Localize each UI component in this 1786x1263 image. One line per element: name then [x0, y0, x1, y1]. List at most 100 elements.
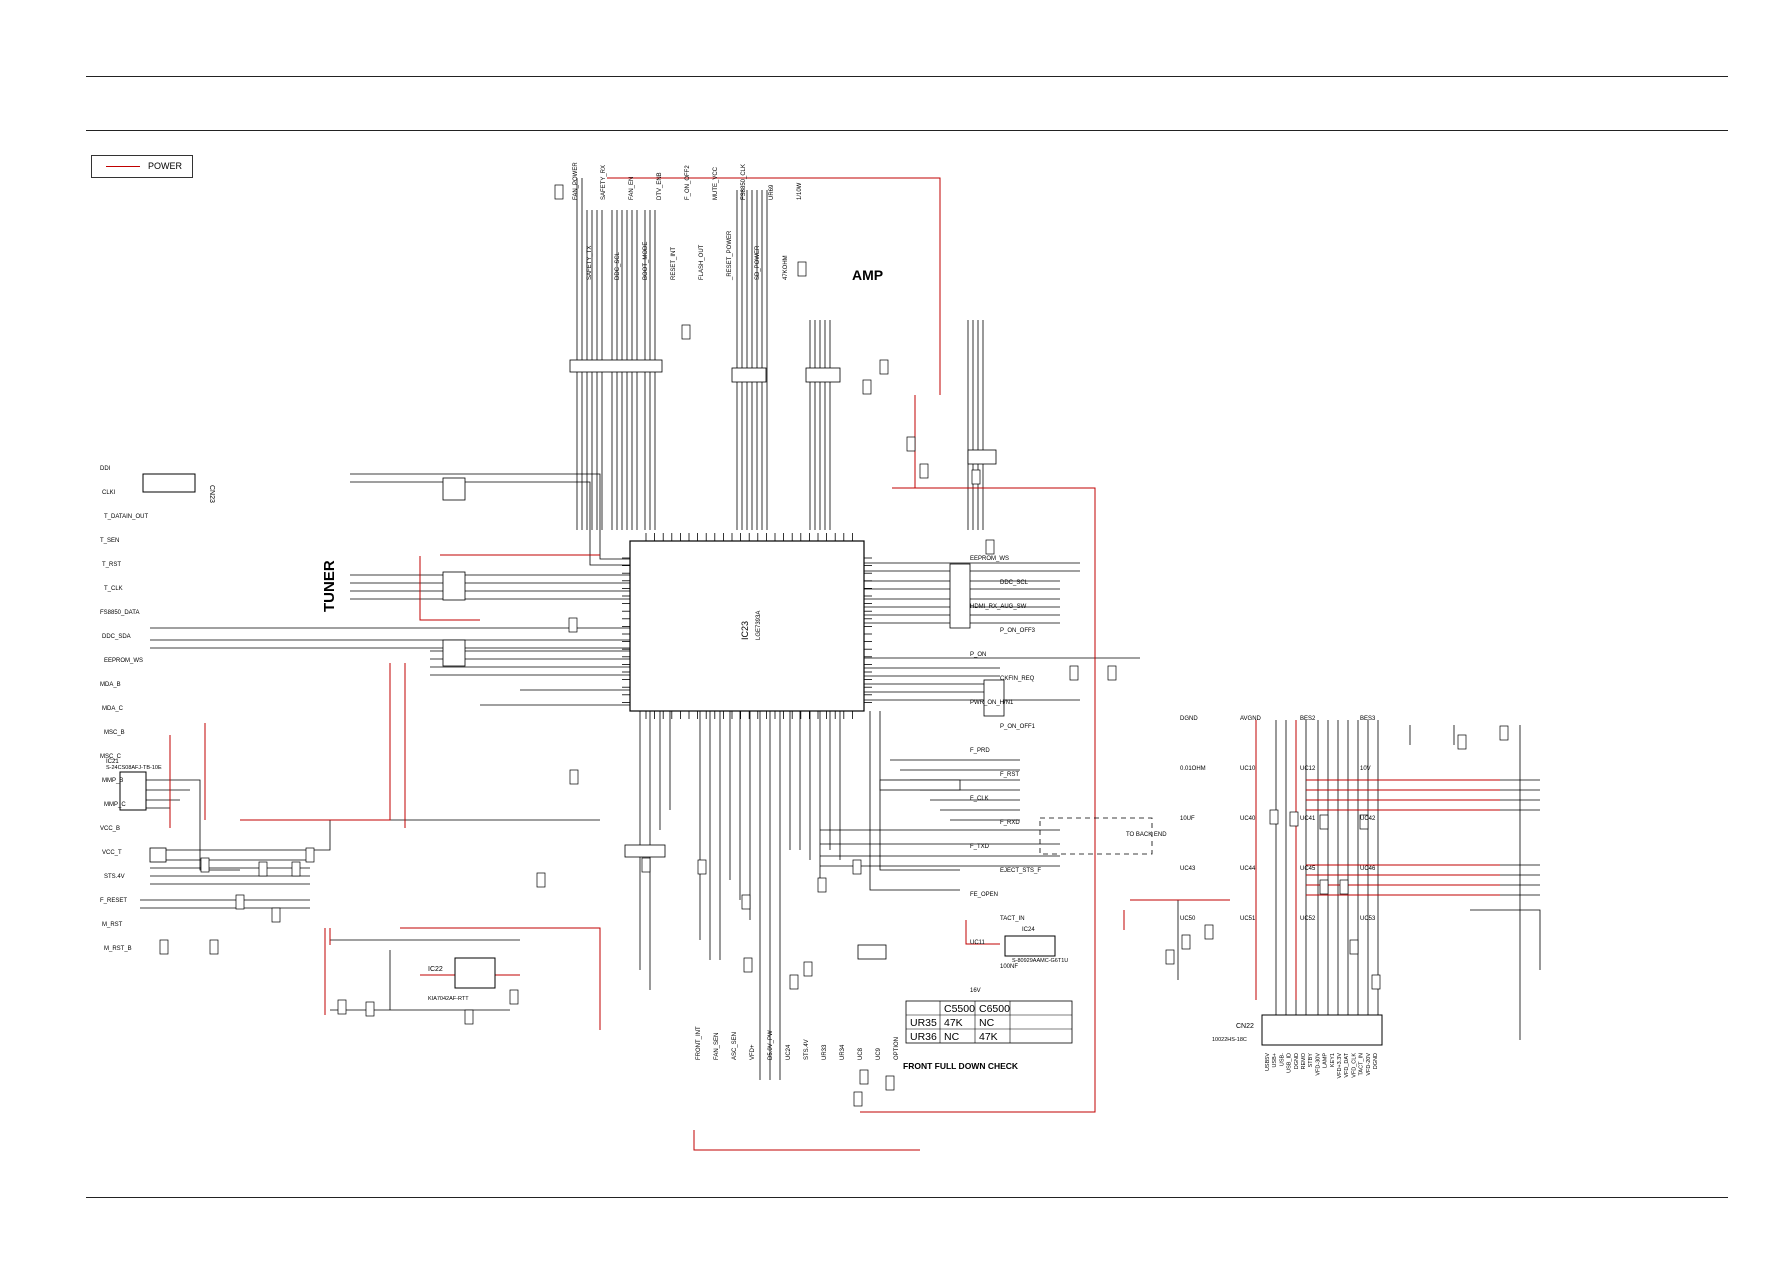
connector-top-ref: CN23	[208, 485, 215, 503]
net-label: UR33	[822, 1044, 828, 1060]
net-label: PWR_ON_H/N1	[970, 700, 1014, 706]
reset-ic-ref: IC24	[1022, 927, 1035, 933]
net-label: 0.01OHM	[1180, 766, 1206, 772]
main-ic-ref: IC23	[740, 621, 750, 640]
net-label: STS.4V	[804, 1039, 810, 1060]
net-label: DDI	[100, 466, 111, 472]
main-ic-part: LGE7393A	[756, 611, 762, 640]
net-label: UC51	[1240, 916, 1256, 922]
power-legend-swatch	[106, 166, 140, 167]
net-label: _RESET_POWER	[727, 230, 733, 281]
option-table-cell: NC	[979, 1017, 995, 1029]
net-label: 10UF	[1180, 816, 1195, 822]
net-label: FS8850_DATA	[100, 610, 139, 616]
net-label: T_SEN	[100, 538, 119, 544]
net-label: F_TXD	[970, 844, 990, 850]
net-label: MMP_B	[102, 778, 123, 784]
net-label: 1/10W	[797, 182, 803, 200]
header-divider-line	[86, 130, 1728, 131]
net-label: UC40	[1240, 816, 1256, 822]
connector-pin-label: VFD_DAT	[1344, 1052, 1350, 1077]
net-label: F_PRD	[970, 748, 990, 754]
regulator-ic: IC22 KIA7042AF-RTT	[428, 957, 496, 1002]
net-label: M_RST_B	[104, 946, 132, 952]
net-label: MUTE_VCC	[713, 166, 719, 200]
reset-ic-part: S-80929AAMC-G6T1U	[1012, 958, 1068, 964]
net-label: MSC_B	[104, 730, 125, 736]
net-label: FLASH_OUT	[699, 244, 705, 280]
connector-pin-label: VFD-20V	[1366, 1053, 1372, 1076]
option-table-cell: C5500	[944, 1003, 975, 1015]
connector-pin-label: USB-	[1279, 1053, 1285, 1066]
net-label: EJECT_STS_F	[1000, 868, 1041, 874]
net-label: M_RST	[102, 922, 123, 928]
net-label: AVGND	[1240, 716, 1262, 722]
option-table-cell: C6500	[979, 1003, 1010, 1015]
regulator-part: KIA7042AF-RTT	[428, 996, 469, 1002]
connector-pin-label: DGND	[1373, 1053, 1379, 1069]
net-label: BES2	[1300, 716, 1316, 722]
amp-label: AMP	[852, 267, 883, 283]
net-label: DDC_SCL	[1000, 580, 1029, 586]
net-label: BOOT_MODE	[643, 242, 649, 280]
net-label: UC43	[1180, 866, 1196, 872]
connector-cn23: CN23	[142, 473, 215, 503]
net-label: UC41	[1300, 816, 1316, 822]
net-label: F_RST	[1000, 772, 1019, 778]
net-label: RESET_INT	[671, 247, 677, 280]
net-label: MSC_C	[100, 754, 122, 760]
net-label: FAN_POWER	[573, 162, 579, 200]
net-label: DTV_ENB	[657, 172, 663, 200]
net-label: VCC_B	[100, 826, 120, 832]
net-label: UC24	[786, 1044, 792, 1060]
net-label: F_CLK	[970, 796, 989, 802]
net-label: EEPROM_WS	[104, 658, 143, 664]
power-wires	[169, 177, 1500, 1151]
connector-pin-label: KEY1	[1330, 1053, 1336, 1067]
net-label: BES3	[1360, 716, 1376, 722]
connector-pin-label: REMO	[1301, 1052, 1307, 1069]
connector-pin-label: VFD_CLK	[1351, 1053, 1357, 1078]
net-label: OPTION	[894, 1037, 900, 1060]
net-label: UC11	[970, 940, 986, 946]
bottom-border-line	[86, 1197, 1728, 1198]
net-label: DDC_SCL	[615, 251, 621, 280]
net-label: P_ON_OFF1	[1000, 724, 1036, 730]
front-check-label: FRONT FULL DOWN CHECK	[903, 1061, 1019, 1071]
net-label: DDC_SDA	[102, 634, 131, 640]
net-label: HDMI_RX_AUG_SW	[970, 604, 1027, 610]
net-label: F_RESET	[100, 898, 127, 904]
net-label: UR34	[840, 1044, 846, 1060]
resistor-arrays	[149, 359, 1005, 960]
back-end-box	[1039, 817, 1153, 855]
net-label: VCC_T	[102, 850, 122, 856]
main-ic: IC23 LGE7393A	[622, 533, 872, 719]
connector-pin-label: USB+	[1272, 1053, 1278, 1068]
net-label: UC52	[1300, 916, 1316, 922]
net-label: FAN_SEN	[714, 1033, 720, 1060]
eeprom-ic: IC21 S-24CS08AFJ-TB-10E	[106, 759, 162, 811]
connector-part: 10022HS-18C	[1212, 1037, 1247, 1043]
connector-pin-label: VFD-30V	[1315, 1053, 1321, 1076]
net-label: T_CLK	[104, 586, 123, 592]
net-label: F_ON_OFF2	[685, 165, 691, 200]
eeprom-ref: IC21	[106, 759, 119, 765]
option-table-cell: 47K	[944, 1017, 963, 1029]
net-label: 47KOHM	[783, 255, 789, 280]
net-label: UC44	[1240, 866, 1256, 872]
net-label: SD_POWER	[755, 245, 761, 280]
connector-pin-label: USB5V	[1265, 1053, 1271, 1071]
net-label: 10V	[1360, 766, 1371, 772]
net-label: UC42	[1360, 816, 1376, 822]
net-label: MDA_B	[100, 682, 121, 688]
net-label: FS8850_CLK	[741, 164, 747, 200]
net-label: CKFIN_REQ	[1000, 676, 1035, 682]
net-label: MDA_C	[102, 706, 124, 712]
net-label: F_RXD	[1000, 820, 1020, 826]
net-label: UC9	[876, 1047, 882, 1060]
connector-pin-label: TACT_IN	[1359, 1053, 1365, 1076]
net-label: 100NF	[1000, 964, 1018, 970]
to-back-end-label: TO BACK END	[1126, 832, 1167, 838]
